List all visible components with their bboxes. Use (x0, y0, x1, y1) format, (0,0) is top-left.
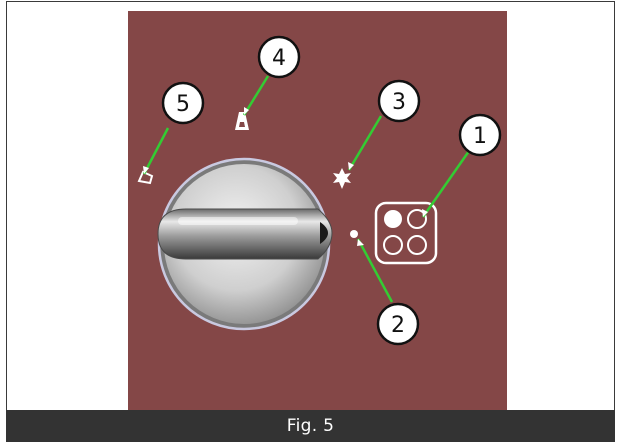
knob-handle-tip (320, 222, 328, 244)
callout-2: 2 (376, 302, 420, 346)
callout-5: 5 (161, 81, 205, 125)
leader-lines (142, 75, 471, 303)
dot-icon (350, 230, 358, 238)
callout-1: 1 (458, 113, 502, 157)
callout-number: 2 (391, 313, 405, 338)
callout-number: 3 (392, 90, 406, 115)
control-panel: 1 2 3 4 5 (128, 11, 507, 410)
starburst-icon (333, 168, 351, 189)
flame-medium-icon (235, 112, 249, 130)
leader-3 (347, 115, 383, 171)
figure-caption: Fig. 5 (286, 416, 335, 436)
cooking-zone-indicator-icon (374, 201, 438, 265)
knob-handle-highlight (178, 217, 298, 225)
leader-arrows (143, 107, 428, 246)
leader-1 (421, 150, 471, 218)
callout-number: 4 (272, 46, 286, 71)
callout-4: 4 (257, 35, 301, 79)
leader-5 (142, 127, 170, 175)
callout-number: 1 (473, 124, 487, 149)
callout-3: 3 (377, 79, 421, 123)
caption-bar: Fig. 5 (6, 410, 615, 442)
flame-low-icon (137, 170, 154, 185)
leader-2 (356, 238, 394, 303)
control-knob[interactable] (157, 157, 333, 331)
knob-handle[interactable] (157, 208, 333, 260)
callout-number: 5 (176, 92, 190, 117)
leader-4 (242, 75, 270, 116)
